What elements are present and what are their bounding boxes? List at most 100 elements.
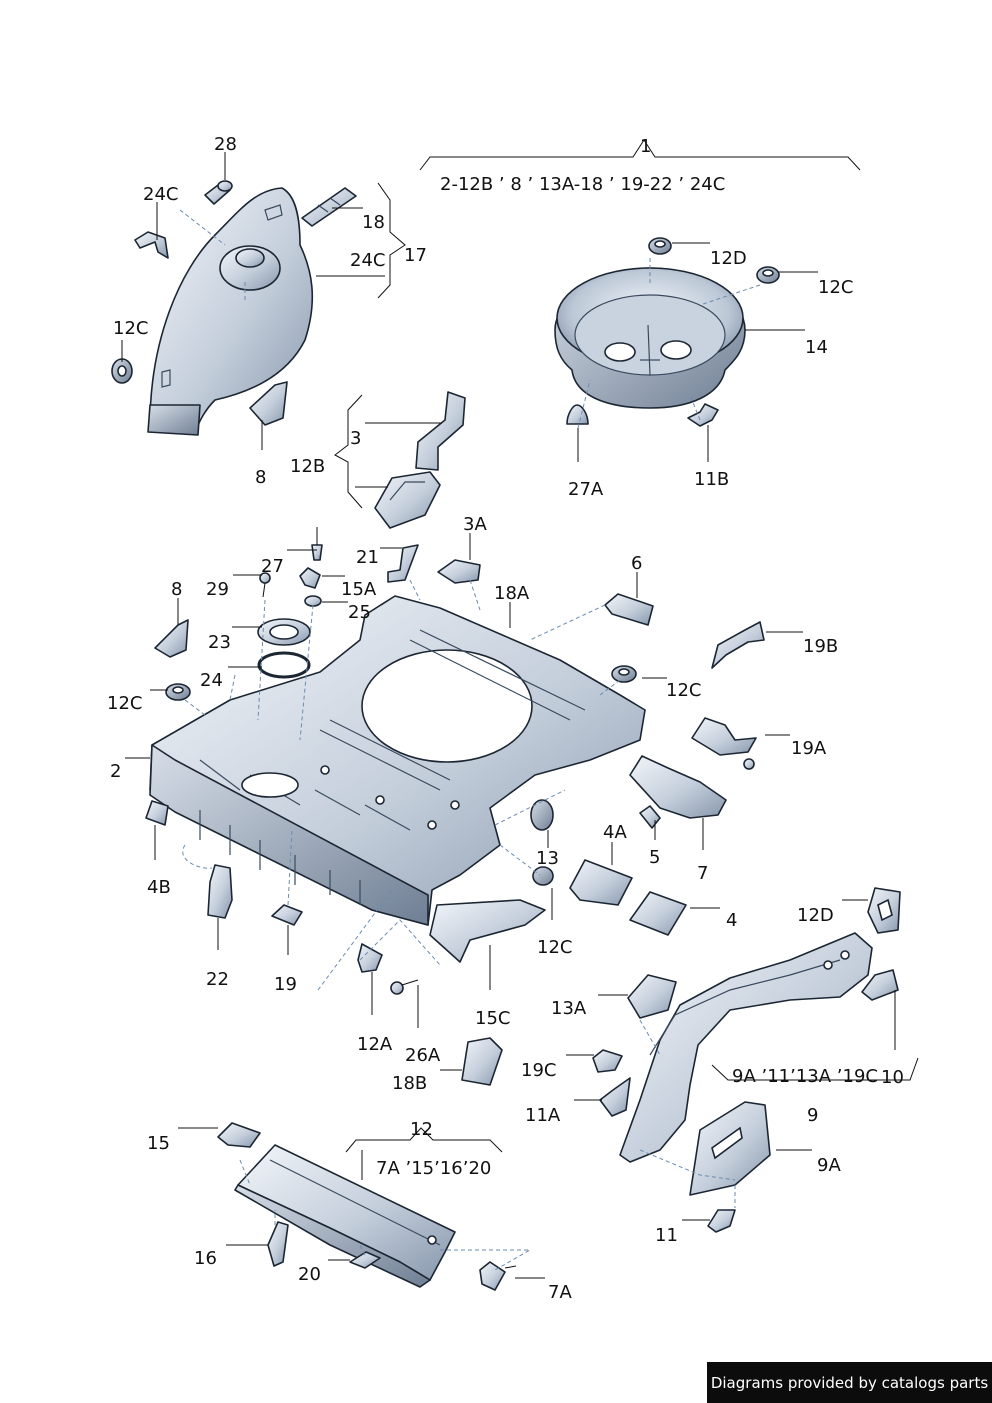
- bracket-16-part: [267, 1221, 289, 1267]
- grommet-23-part: [257, 618, 311, 646]
- bracket-4b-part: [145, 800, 169, 826]
- label-3a: 3A: [463, 514, 487, 535]
- cap-12d-part: [867, 887, 901, 934]
- label-24: 24: [200, 670, 223, 691]
- side-member-part: [619, 932, 873, 1163]
- bracket-18b-part: [461, 1037, 503, 1086]
- label-24c-housing: 24C: [350, 250, 385, 271]
- label-28: 28: [214, 134, 237, 155]
- leader-lines: [121, 139, 919, 1279]
- clip-5-part: [639, 805, 661, 829]
- label-15c: 15C: [475, 1008, 510, 1029]
- bracket-7-part: [629, 755, 727, 819]
- label-18b: 18B: [392, 1073, 427, 1094]
- label-12a: 12A: [357, 1034, 393, 1055]
- credit-text: Diagrams provided by catalogs parts: [710, 1373, 989, 1392]
- bracket-15c-part: [429, 899, 546, 963]
- nut-7a-part: [479, 1261, 517, 1291]
- bracket-8-part: [249, 381, 288, 426]
- bracket-15-part: [217, 1122, 261, 1148]
- label-12c-well: 12C: [818, 277, 853, 298]
- bolt-26a-part: [390, 979, 419, 995]
- label-21: 21: [356, 547, 379, 568]
- label-12: 12: [410, 1119, 433, 1140]
- grommet-12c-d-part: [611, 665, 637, 683]
- nut-19c-part: [592, 1049, 623, 1073]
- label-12d-well: 12D: [710, 248, 747, 269]
- bushing-13-part: [530, 799, 554, 831]
- label-25: 25: [348, 602, 371, 623]
- bracket-22-part: [207, 864, 233, 919]
- screw-29-part: [259, 572, 271, 598]
- label-12c-right: 12C: [666, 680, 701, 701]
- label-11b: 11B: [694, 469, 729, 490]
- label-15a: 15A: [341, 579, 377, 600]
- label-11a: 11A: [525, 1105, 561, 1126]
- label-19c: 19C: [521, 1060, 556, 1081]
- label-18: 18: [362, 212, 385, 233]
- label-29: 29: [206, 579, 229, 600]
- bracket-11b-part: [687, 403, 719, 427]
- label-9a: 9A: [817, 1155, 841, 1176]
- label-2: 2: [110, 761, 121, 782]
- seal-24-part: [257, 651, 311, 679]
- label-4: 4: [726, 910, 737, 931]
- rear-floor-part: [149, 595, 646, 926]
- label-8-floor: 8: [171, 579, 182, 600]
- label-7: 7: [697, 863, 708, 884]
- label-11: 11: [655, 1225, 678, 1246]
- label-1: 1: [640, 136, 651, 157]
- label-23: 23: [208, 632, 231, 653]
- label-12d-side: 12D: [797, 905, 834, 926]
- credit-banner: Diagrams provided by catalogs parts: [707, 1362, 992, 1403]
- bracket-3a-part: [437, 559, 481, 584]
- clip-12a-part: [357, 943, 383, 973]
- bracket-24c-part: [134, 231, 169, 259]
- label-4a: 4A: [603, 822, 627, 843]
- cross-member-part: [234, 1144, 456, 1288]
- label-12b: 12B: [290, 456, 325, 477]
- bracket-10-part: [861, 969, 899, 1001]
- bracket-8b-part: [154, 619, 189, 658]
- label-4b: 4B: [147, 877, 171, 898]
- label-14: 14: [805, 337, 828, 358]
- label-15: 15: [147, 1133, 170, 1154]
- bracket-11-part: [707, 1209, 736, 1233]
- label-12-range: 7A ’15’16’20: [376, 1158, 491, 1179]
- reinforcement-9a-part: [689, 1101, 771, 1196]
- label-9: 9: [807, 1105, 818, 1126]
- label-7a: 7A: [548, 1282, 572, 1303]
- label-13a: 13A: [551, 998, 587, 1019]
- label-12c-mid: 12C: [537, 937, 572, 958]
- label-12c-floor: 12C: [107, 693, 142, 714]
- screw-27-part: [311, 527, 323, 561]
- clip-12c-part: [756, 266, 780, 284]
- grommet-12c-part: [111, 358, 133, 384]
- label-27: 27: [261, 556, 284, 577]
- bracket-19a-part: [691, 717, 757, 770]
- label-8-housing: 8: [255, 467, 266, 488]
- label-12c-housing: 12C: [113, 318, 148, 339]
- label-26a: 26A: [405, 1045, 441, 1066]
- nut-20-part: [349, 1251, 381, 1269]
- label-20: 20: [298, 1264, 321, 1285]
- clip-27a-part: [566, 404, 589, 425]
- washer-25-part: [304, 595, 322, 607]
- label-19a: 19A: [791, 738, 827, 759]
- label-27a: 27A: [568, 479, 604, 500]
- label-1-range: 2-12B ’ 8 ’ 13A-18 ’ 19-22 ’ 24C: [440, 174, 725, 195]
- bracket-11a-part: [599, 1077, 631, 1117]
- label-19b: 19B: [803, 636, 838, 657]
- dashed-assembly-lines: [179, 209, 761, 1271]
- spare-wheel-well-part: [554, 267, 746, 409]
- plug-18-part: [301, 187, 357, 227]
- grommet-12c-floor-part: [165, 683, 191, 701]
- wheel-housing-part: [147, 187, 314, 436]
- bracket-4a-part: [569, 859, 633, 906]
- bracket-6-part: [604, 593, 654, 626]
- label-24c: 24C: [143, 184, 178, 205]
- label-10: 10: [881, 1067, 904, 1088]
- bracket-4-part: [629, 891, 687, 936]
- label-18a: 18A: [494, 583, 530, 604]
